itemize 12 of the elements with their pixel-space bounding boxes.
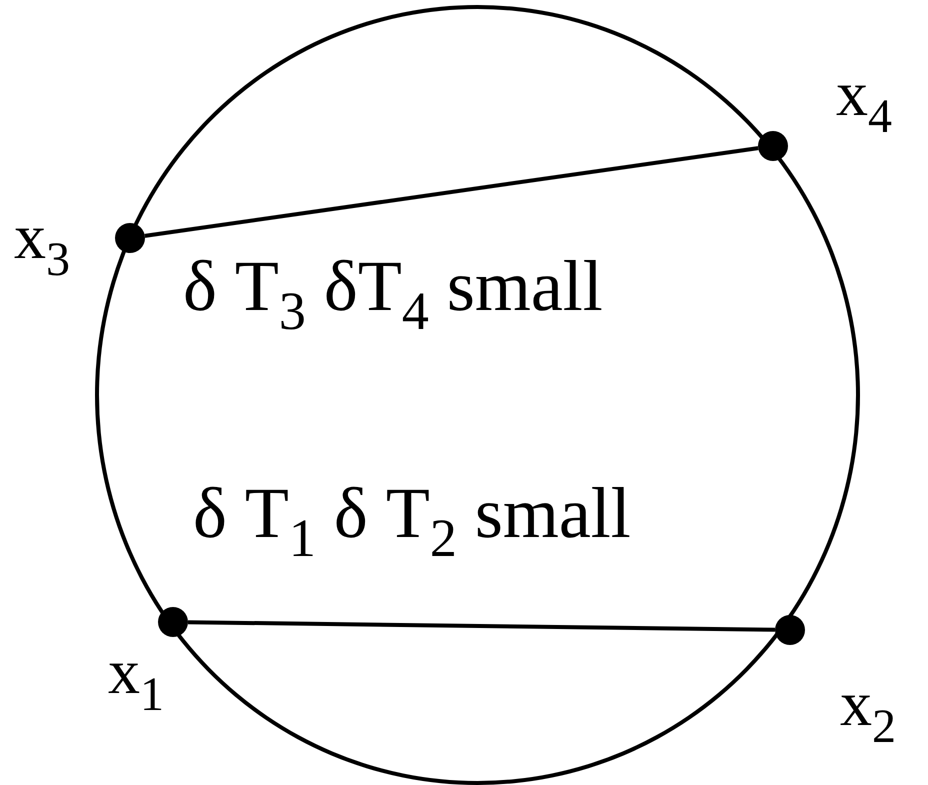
chord-line — [144, 146, 758, 238]
point-label: x$_{3}$ — [14, 205, 70, 284]
formula-text: δ T$_{1}$ δ T$_{2}$ small — [193, 477, 631, 565]
chord-line — [188, 620, 776, 632]
formula-text: δ T$_{3}$ δT$_{4}$ small — [183, 250, 603, 338]
point-label: x$_{4}$ — [836, 62, 892, 141]
point-dot — [775, 615, 805, 645]
point-dot — [158, 607, 188, 637]
point-dot — [758, 131, 788, 161]
point-label: x$_{2}$ — [840, 672, 896, 751]
point-dot — [115, 223, 145, 253]
point-label: x$_{1}$ — [108, 640, 164, 719]
